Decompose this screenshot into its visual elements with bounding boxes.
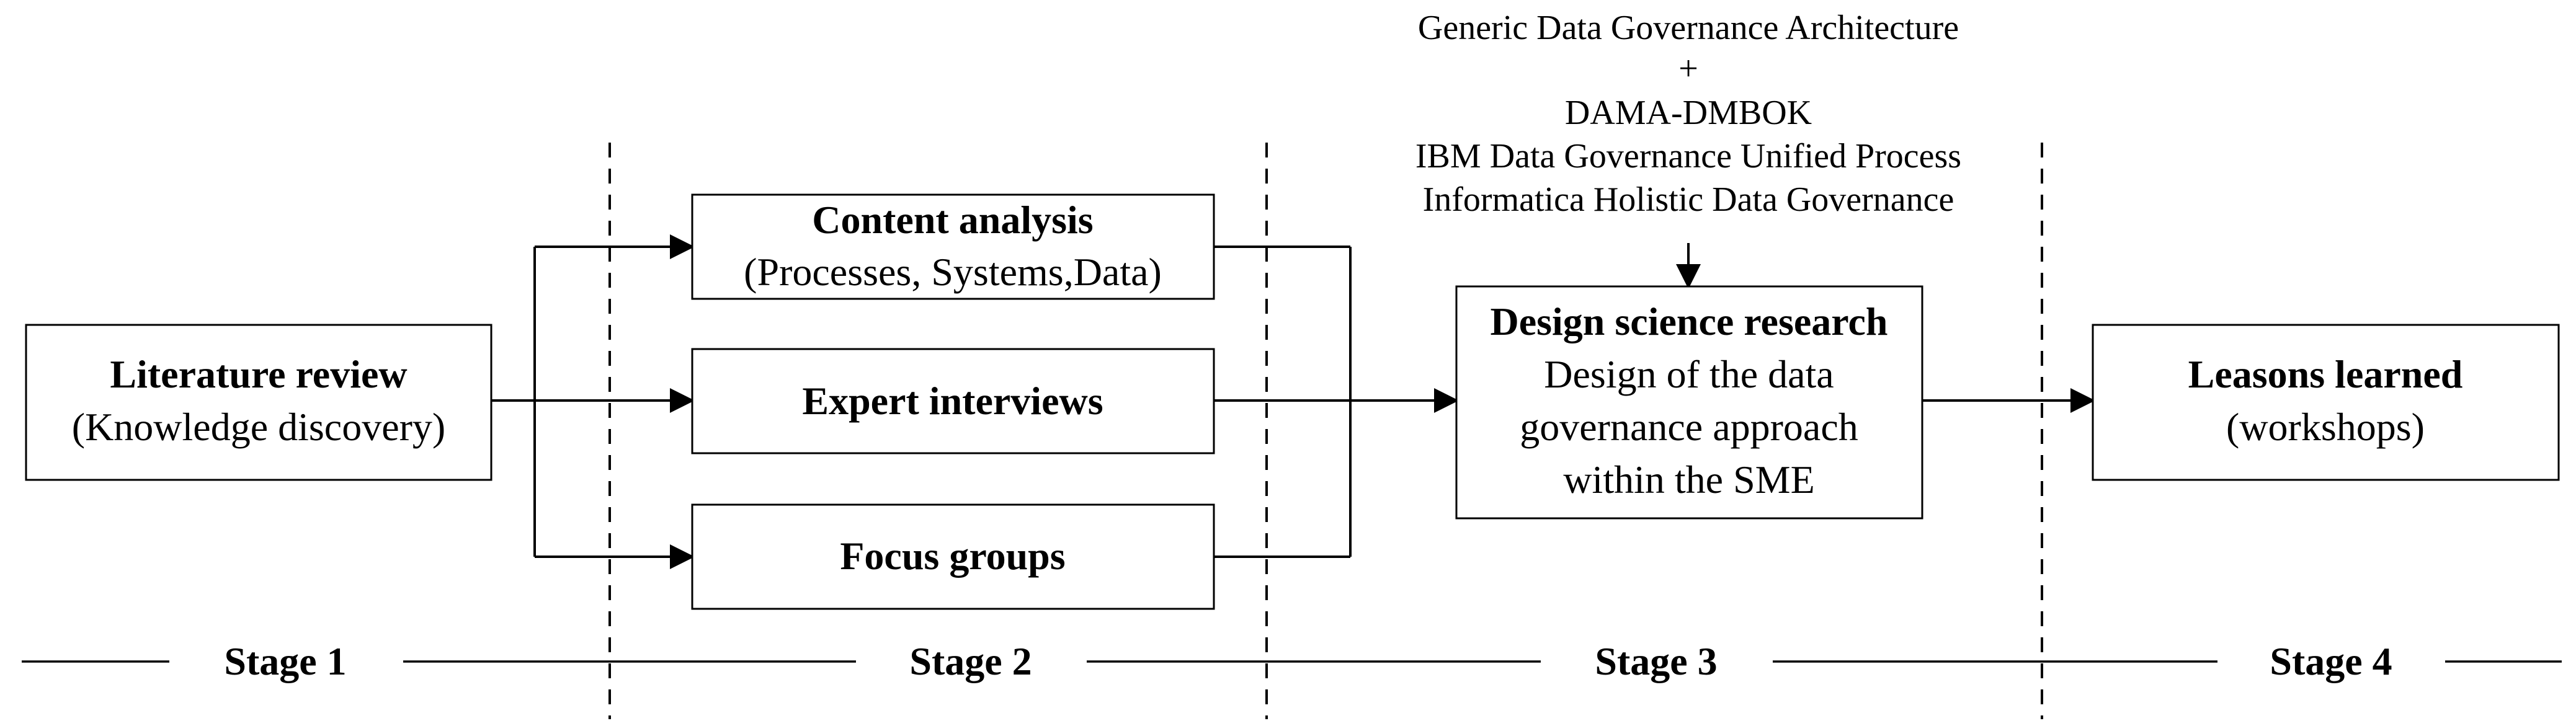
design-science-line-2: governance approach xyxy=(1520,405,1858,449)
literature-review-subtitle: (Knowledge discovery) xyxy=(72,405,445,449)
source-informatica: Informatica Holistic Data Governance xyxy=(1423,180,1954,219)
design-science-line-1: Design of the data xyxy=(1544,352,1834,396)
stage-2-label: Stage 2 xyxy=(909,639,1032,683)
lessons-learned-box xyxy=(2092,324,2560,481)
lessons-learned-subtitle: (workshops) xyxy=(2226,405,2425,449)
content-analysis-subtitle: (Processes, Systems,Data) xyxy=(744,250,1162,294)
design-science-box xyxy=(1455,285,1923,520)
source-ibm-process: IBM Data Governance Unified Process xyxy=(1415,137,1961,175)
expert-interviews-title: Expert interviews xyxy=(802,379,1103,423)
design-science-line-3: within the SME xyxy=(1563,458,1814,502)
literature-review-title: Literature review xyxy=(110,352,407,396)
source-dama-dmbok: DAMA-DMBOK xyxy=(1565,94,1812,132)
source-generic-architecture: Generic Data Governance Architecture xyxy=(1418,9,1959,47)
expert-interviews-box xyxy=(691,348,1215,454)
focus-groups-title: Focus groups xyxy=(840,534,1065,578)
stage-3-label: Stage 3 xyxy=(1595,639,1717,683)
content-analysis-box xyxy=(691,193,1215,300)
literature-review-box xyxy=(25,324,492,481)
source-plus: + xyxy=(1678,50,1698,88)
design-science-title: Design science research xyxy=(1490,299,1887,343)
stage-1-label: Stage 1 xyxy=(224,639,346,683)
content-analysis-title: Content analysis xyxy=(812,198,1093,242)
lessons-learned-title: Leasons learned xyxy=(2188,352,2463,396)
stage-4-label: Stage 4 xyxy=(2270,639,2392,683)
focus-groups-box xyxy=(691,503,1215,610)
